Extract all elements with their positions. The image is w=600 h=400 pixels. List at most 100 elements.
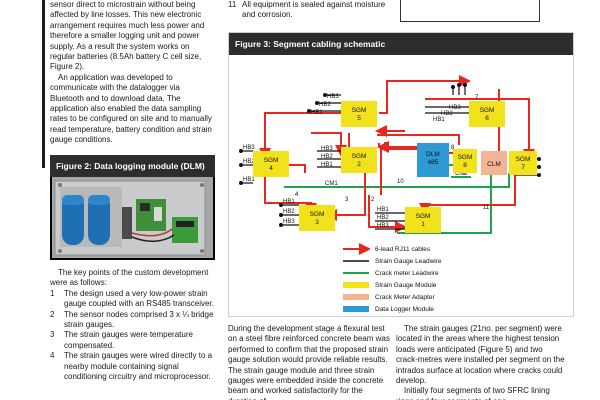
hb-label: HB1 <box>433 117 445 123</box>
list-text: The sensor nodes comprised 3 x ¼ bridge … <box>64 309 214 330</box>
list-number: 4 <box>50 351 55 361</box>
cabling-schematic: HB3 HB2 HB1 HB3 HB2 HB1 HB3 HB2 HB1 HB3 … <box>239 75 541 313</box>
cable-number: 10 <box>397 179 404 185</box>
rj11-cable <box>377 134 460 145</box>
hb-label: HB1 <box>311 110 323 116</box>
hb-label: HB3 <box>377 223 389 229</box>
cm-label: 2 <box>463 171 467 177</box>
dlm-photo-illustration <box>52 177 213 258</box>
hb-label: HB2 <box>377 215 389 221</box>
hb-label: HB3 <box>283 219 295 225</box>
sgm3-module <box>299 205 335 231</box>
module-label: CLM <box>487 161 501 168</box>
hb-label: HB3 <box>449 105 461 111</box>
hb-label: HB1 <box>283 199 295 205</box>
dlm-module <box>417 143 449 177</box>
legend-label: Strain Gauge Module <box>375 282 437 289</box>
figure-3: Figure 3: Segment cabling schematic <box>228 32 574 317</box>
sgm2-module <box>341 147 377 173</box>
key-points-section: The key points of the custom development… <box>50 268 215 382</box>
rj11-cable <box>379 75 471 114</box>
paragraph: During the development stage a flexural … <box>228 324 390 400</box>
cm-label: CM1 <box>325 181 338 187</box>
left-column-top: sensor direct to microstrain without bei… <box>50 0 212 146</box>
middle-column-bottom: During the development stage a flexural … <box>228 324 393 400</box>
cable-number: 8 <box>451 145 455 151</box>
legend-label: Crack meter Leadwire <box>375 270 439 277</box>
clm-module <box>481 151 507 175</box>
legend-label: Crack Meter Adapter <box>375 294 435 301</box>
cable-number: 11 <box>483 205 490 211</box>
hb-label: HB2 <box>319 102 331 108</box>
cable-number: 7 <box>475 95 479 101</box>
rj11-cable <box>259 112 341 160</box>
hb-label: HB1 <box>243 177 255 183</box>
rj11-cable <box>368 195 407 233</box>
list-item: 4 The strain gauges were wired directly … <box>50 351 215 382</box>
rj11-cable <box>289 164 306 173</box>
hb-label: HB3 <box>321 146 333 152</box>
legend-label: 6-lead RJ11 cables <box>375 246 431 253</box>
list-item: 1 The design used a very low-power strai… <box>50 289 215 310</box>
paragraph: sensor direct to microstrain without bei… <box>50 0 205 72</box>
dlm-photo <box>52 177 213 258</box>
paragraph: The strain gauges (21no. per segment) we… <box>396 324 565 386</box>
margin-rule <box>42 0 45 168</box>
paragraph: An application was developed to communic… <box>50 72 212 145</box>
list-text: The design used a very low-power strain … <box>64 288 214 309</box>
cm-label: CM2 <box>455 171 468 177</box>
list-text: The strain gauges were wired directly to… <box>64 351 213 382</box>
list-number: 1 <box>50 288 55 298</box>
rj11-cable <box>425 98 535 161</box>
right-column-top: 11 All equipment is sealed against moist… <box>228 0 398 21</box>
legend: 6-lead RJ11 cables Strain Gauge Leadwire… <box>343 243 442 313</box>
hb-label: HB1 <box>321 162 333 168</box>
hb-label: HB2 <box>321 154 333 160</box>
list-item: 2 The sensor nodes comprised 3 x ¼ bridg… <box>50 310 215 331</box>
sgm7-module <box>509 151 537 175</box>
list-number: 3 <box>50 330 55 340</box>
hb-label: HB3 <box>327 94 339 100</box>
figure-title: Figure 3: Segment cabling schematic <box>229 33 573 55</box>
hb-label: HB1 <box>377 207 389 213</box>
legend-label: Data Logger Module <box>375 306 434 313</box>
sgm6-module <box>469 101 505 127</box>
hb-label: HB2 <box>243 159 255 165</box>
sgm4-module <box>253 151 289 177</box>
figure-2: Figure 2: Data logging module (DLM) <box>50 155 215 260</box>
cable-number: 4 <box>295 192 299 198</box>
rj11-cable <box>325 173 366 221</box>
hb-label: HB2 <box>441 111 453 117</box>
crack-leadwire <box>284 173 510 188</box>
paragraph: Initially four segments of two SFRC lini… <box>396 386 550 400</box>
sgm8-module <box>453 149 477 173</box>
sgm1-module <box>405 207 441 233</box>
boxed-panel <box>400 0 540 22</box>
list-text: All equipment is sealed against moisture… <box>242 0 386 20</box>
list-text: The strain gauges were temperature compe… <box>64 330 193 350</box>
legend-label: Strain Gauge Leadwire <box>375 258 442 265</box>
right-column-bottom: The strain gauges (21no. per segment) we… <box>396 324 566 400</box>
sgm5-module <box>341 101 377 127</box>
hb-label: HB3 <box>243 145 255 151</box>
cable-number: 2 <box>371 197 375 203</box>
figure-title: Figure 2: Data logging module (DLM) <box>50 155 215 177</box>
hb-label: HB2 <box>283 209 295 215</box>
list-number: 2 <box>50 309 55 319</box>
key-points-intro: The key points of the custom development… <box>50 268 209 288</box>
rj11-cable <box>380 148 417 195</box>
list-item: 3 The strain gauges were temperature com… <box>50 330 215 351</box>
key-points-list: 1 The design used a very low-power strai… <box>50 289 215 383</box>
list-item: 11 All equipment is sealed against moist… <box>228 0 398 21</box>
rj11-cable <box>425 173 516 206</box>
list-number: 11 <box>228 0 237 9</box>
